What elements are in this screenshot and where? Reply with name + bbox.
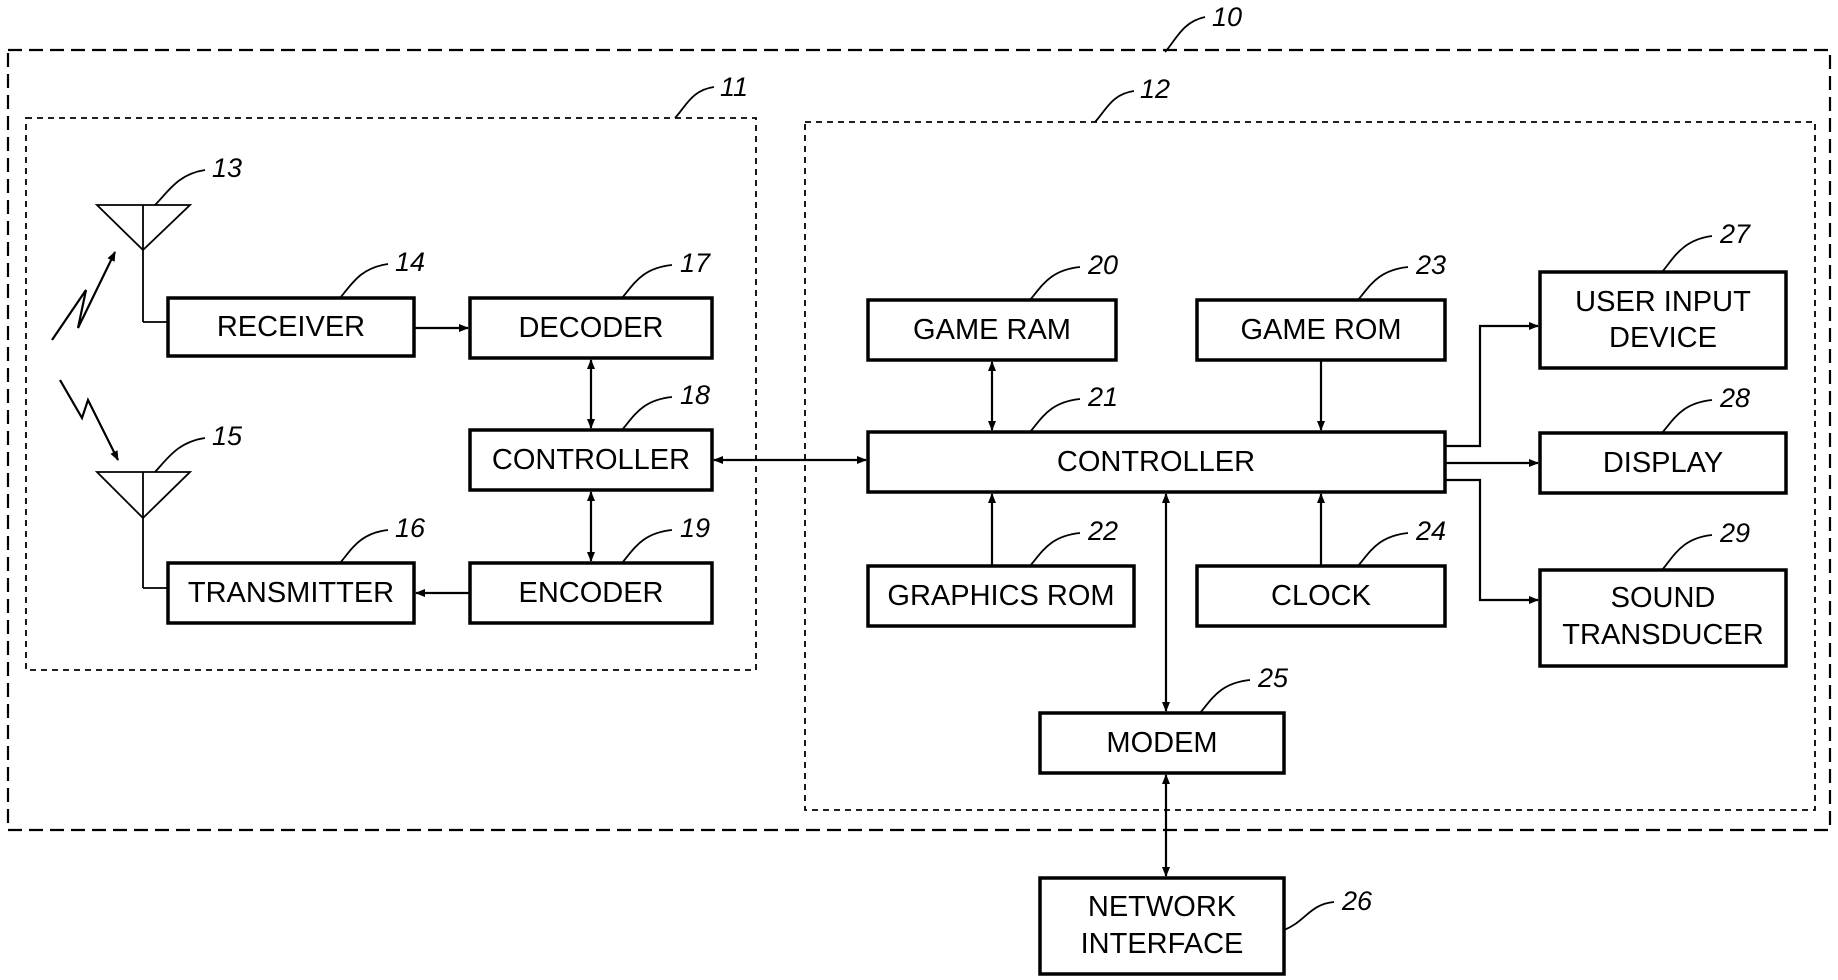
encoder-ref-leader [621, 529, 673, 564]
game-controller-ref: 21 [1087, 382, 1118, 412]
modem-label: MODEM [1106, 727, 1217, 759]
network-interface-ref: 26 [1341, 886, 1373, 916]
decoder-label: DECODER [518, 312, 663, 344]
clock-block [1195, 564, 1447, 628]
sound-transducer-ref: 29 [1719, 518, 1750, 548]
game-rom-ref-leader [1357, 266, 1409, 301]
display-ref: 28 [1719, 383, 1750, 413]
receive-antenna-icon [94, 204, 193, 323]
user-input-device-label-line2: DEVICE [1609, 322, 1717, 354]
receive-antenna-ref: 13 [212, 153, 242, 183]
transmitter-ref: 16 [395, 513, 426, 543]
sound-transducer-ref-leader [1661, 534, 1713, 571]
display-label: DISPLAY [1603, 447, 1723, 479]
sound-transducer-block [1538, 568, 1788, 668]
device-boundary [6, 48, 1832, 832]
receiver-ref: 14 [395, 247, 425, 277]
modem-ref: 25 [1257, 663, 1289, 693]
receiver-ref-leader [339, 263, 389, 299]
clock-ref-leader [1357, 532, 1409, 567]
graphics-rom-ref-leader [1029, 532, 1081, 567]
comm-controller-ref-leader [621, 396, 673, 431]
network-interface-label-line1: NETWORK [1088, 891, 1237, 923]
controller-to-sound-transducer-arrow [1445, 478, 1539, 604]
transmit-antenna-ref: 15 [212, 421, 243, 451]
display-ref-leader [1661, 399, 1713, 434]
game-unit-ref-leader [1094, 90, 1135, 123]
comm-unit-ref: 11 [720, 72, 748, 102]
transmitter-ref-leader [339, 529, 389, 564]
comm-unit-ref-leader [674, 86, 715, 119]
game-unit-boundary [804, 121, 1816, 811]
game-rom-label: GAME ROM [1240, 314, 1401, 346]
clock-label: CLOCK [1271, 580, 1372, 612]
modem-block [1038, 711, 1286, 775]
transmitter-block [166, 561, 416, 625]
game-controller-label: CONTROLLER [1057, 446, 1255, 478]
transmitter-label: TRANSMITTER [188, 577, 394, 609]
game-controller-block [866, 430, 1447, 494]
game-ram-label: GAME RAM [913, 314, 1071, 346]
user-input-device-label-line1: USER INPUT [1575, 286, 1751, 318]
encoder-block [468, 561, 714, 625]
transmit-antenna-icon [94, 471, 193, 589]
receiver-label: RECEIVER [217, 311, 365, 343]
controller-to-user-input-device-arrow [1445, 322, 1539, 448]
network-interface-ref-leader [1283, 901, 1335, 931]
comm-controller-ref: 18 [680, 380, 710, 410]
outgoing-signal-icon [59, 379, 119, 461]
incoming-signal-icon [51, 251, 116, 341]
device-ref-leader [1164, 16, 1206, 53]
graphics-rom-label: GRAPHICS ROM [887, 580, 1114, 612]
user-input-device-ref-leader [1661, 235, 1713, 273]
network-interface-block [1038, 876, 1286, 976]
clock-ref: 24 [1415, 516, 1446, 546]
user-input-device-ref: 27 [1719, 219, 1751, 249]
encoder-ref: 19 [680, 513, 710, 543]
communication-unit-boundary [25, 117, 757, 671]
transmit-antenna-ref-leader [154, 437, 206, 473]
encoder-label: ENCODER [518, 577, 663, 609]
sound-transducer-label-line1: SOUND [1611, 582, 1716, 614]
network-interface-label-line2: INTERFACE [1081, 928, 1244, 960]
graphics-rom-block [866, 564, 1136, 628]
game-rom-ref: 23 [1415, 250, 1446, 280]
comm-controller-block [468, 428, 714, 492]
receive-antenna-ref-leader [154, 169, 206, 206]
game-ram-ref-leader [1029, 266, 1081, 301]
game-controller-ref-leader [1029, 398, 1081, 433]
device-ref: 10 [1212, 2, 1242, 32]
decoder-ref-leader [621, 264, 673, 299]
game-ram-ref: 20 [1087, 250, 1118, 280]
sound-transducer-label-line2: TRANSDUCER [1562, 619, 1763, 651]
graphics-rom-ref: 22 [1087, 516, 1118, 546]
modem-ref-leader [1199, 679, 1251, 714]
game-ram-block [866, 298, 1118, 362]
game-unit-ref: 12 [1140, 74, 1170, 104]
decoder-block [468, 296, 714, 360]
decoder-ref: 17 [680, 248, 711, 278]
comm-controller-label: CONTROLLER [492, 444, 690, 476]
